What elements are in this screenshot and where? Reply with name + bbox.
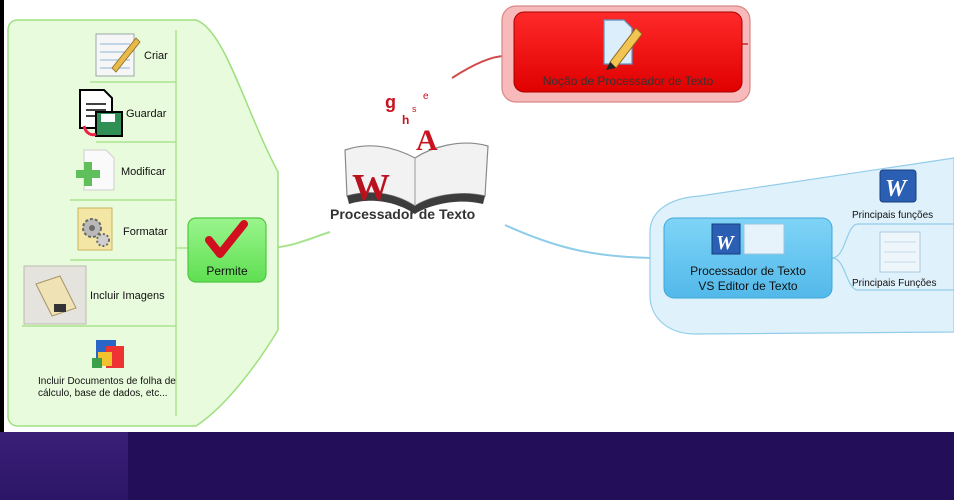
document-save-icon (79, 89, 123, 137)
svg-text:A: A (416, 124, 438, 157)
connector-center-right (504, 224, 663, 259)
notepad-pencil-icon (95, 33, 141, 77)
svg-text:W: W (352, 167, 390, 209)
checkmark-icon (205, 220, 248, 258)
document-add-icon (76, 149, 115, 191)
document-gears-icon (77, 207, 113, 251)
item-criar-label: Criar (144, 50, 168, 62)
center-title: Processador de Texto (330, 206, 476, 222)
right-node[interactable] (663, 217, 833, 299)
footer-accent (0, 432, 128, 500)
item-imagens-label: Incluir Imagens (90, 290, 165, 302)
image-icon (23, 265, 87, 325)
right-node-line1: Processador de Texto (690, 264, 806, 278)
frame-edge (0, 0, 4, 432)
book-icon: W A g h e s (344, 91, 489, 214)
item-guardar-label: Guardar (126, 108, 167, 120)
item-documentos-label: Incluir Documentos de folha de cálculo, … (38, 376, 176, 399)
footer-bar (0, 432, 954, 500)
svg-text:s: s (412, 104, 417, 114)
document-pencil-icon (603, 19, 643, 70)
permite-label: Permite (206, 264, 248, 278)
word-notepad-icon: W (711, 223, 785, 255)
permite-branches (22, 30, 188, 416)
connector-center-top (451, 55, 506, 79)
top-node-label: Noção de Processador de Texto (542, 74, 714, 88)
right-child-2-label: Principais Funções (852, 278, 937, 289)
item-modificar-label: Modificar (121, 166, 166, 178)
word-icon: W (879, 169, 917, 203)
svg-text:h: h (402, 113, 409, 127)
item-formatar-label: Formatar (123, 226, 168, 238)
svg-text:W: W (885, 176, 908, 202)
notepad-icon (879, 231, 921, 273)
svg-text:W: W (716, 232, 735, 254)
right-child-1-label: Principais funções (852, 210, 934, 221)
svg-text:e: e (423, 91, 429, 102)
svg-text:g: g (385, 92, 396, 112)
office-apps-icon (92, 340, 124, 368)
right-branches (831, 223, 954, 291)
right-node-line2: VS Editor de Texto (698, 279, 798, 293)
